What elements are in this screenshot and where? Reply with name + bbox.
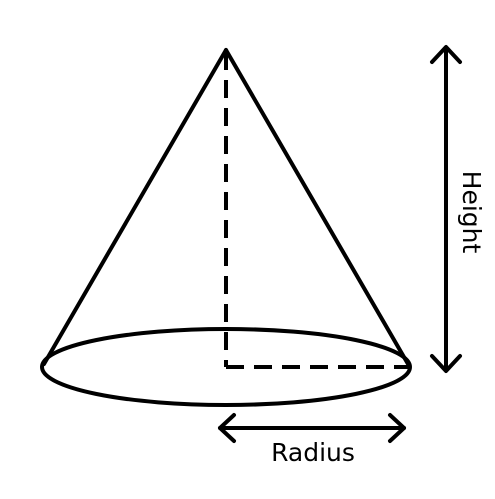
radius-label: Radius [271,438,355,467]
cone-right-side [224,48,410,366]
radius-arrow [218,413,406,443]
cone-left-side [42,48,228,366]
radius-arrow-head-left [218,413,236,443]
cone-base-ellipse [40,327,412,407]
height-arrow-head-bottom [430,354,462,373]
height-arrow-head-top [430,45,462,64]
height-label: Height [457,171,486,254]
radius-arrow-head-right [388,413,406,443]
height-arrow [430,45,462,373]
